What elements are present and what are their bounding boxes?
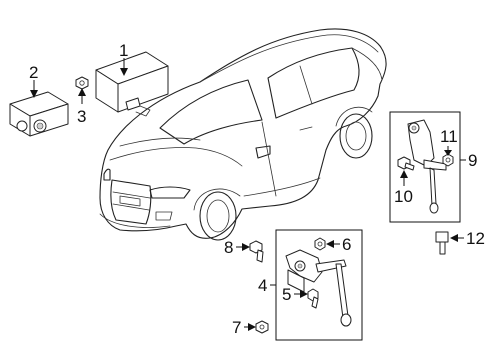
car-front-wheel-rim bbox=[206, 199, 230, 233]
car-illustration bbox=[99, 28, 387, 241]
module-bracket bbox=[135, 105, 151, 117]
car-rear-wheel bbox=[339, 113, 373, 159]
callout-11: 11 bbox=[440, 127, 458, 146]
callout-10: 10 bbox=[394, 187, 413, 206]
arrow-11 bbox=[444, 150, 452, 156]
level-sensor-rod bbox=[429, 167, 437, 207]
bolt-5-shank bbox=[311, 296, 319, 309]
callout-7: 7 bbox=[232, 318, 241, 337]
bolt-12-head bbox=[435, 231, 449, 243]
car-door-line bbox=[261, 121, 277, 197]
car-headlight-left bbox=[149, 186, 191, 199]
car-grille-plate bbox=[119, 195, 141, 207]
leader-lines bbox=[30, 58, 466, 331]
part-2-sensor bbox=[9, 91, 69, 137]
nut-7-hole bbox=[259, 324, 265, 330]
group-box-9 bbox=[389, 111, 461, 223]
car-grille bbox=[110, 179, 152, 225]
callout-2: 2 bbox=[29, 63, 38, 82]
callout-3: 3 bbox=[77, 107, 86, 126]
car-front-wheel bbox=[199, 191, 237, 241]
nut-7-body bbox=[255, 320, 269, 334]
lower-sensor-rod bbox=[335, 263, 349, 319]
arrow-3 bbox=[78, 88, 86, 96]
level-sensor-lever bbox=[423, 159, 447, 171]
bolt-12-shank bbox=[439, 241, 446, 255]
car-sill-line bbox=[243, 177, 321, 197]
level-sensor-mount-hole bbox=[411, 125, 417, 131]
car-hood-crease bbox=[119, 137, 201, 147]
arrow-2 bbox=[30, 90, 38, 98]
arrow-1 bbox=[120, 68, 128, 76]
arrow-10 bbox=[400, 170, 408, 178]
callout-labels: 1 2 3 4 5 6 7 8 9 10 11 12 bbox=[29, 41, 485, 337]
lower-sensor-pivot-hole bbox=[297, 263, 303, 269]
part-7-nut bbox=[255, 320, 269, 334]
lower-sensor-rod-end bbox=[340, 313, 352, 327]
car-rear-wheel-rim bbox=[345, 121, 367, 151]
callout-9: 9 bbox=[468, 151, 477, 170]
part-3-nut bbox=[75, 76, 89, 90]
part-12-bolt bbox=[435, 231, 449, 255]
callout-5: 5 bbox=[282, 285, 291, 304]
box-4-frame bbox=[275, 229, 363, 341]
car-rear-quarter bbox=[351, 47, 383, 81]
callout-6: 6 bbox=[342, 235, 351, 254]
sensor-lens-inner bbox=[36, 122, 44, 130]
part-1-control-module bbox=[95, 51, 169, 117]
level-sensor-rod-end bbox=[429, 202, 439, 214]
car-grille-bar bbox=[112, 203, 150, 211]
car-front-wheel-arch bbox=[193, 188, 241, 211]
callout-8: 8 bbox=[224, 238, 233, 257]
nut-3-body bbox=[75, 76, 89, 90]
arrow-8 bbox=[242, 243, 250, 251]
car-headlight-right bbox=[103, 168, 111, 181]
box-9-frame bbox=[389, 111, 461, 223]
nut-6-body bbox=[314, 237, 326, 251]
arrow-5 bbox=[300, 290, 308, 298]
car-door-handle bbox=[299, 126, 313, 131]
callout-12: 12 bbox=[466, 229, 485, 248]
car-hood-line bbox=[109, 147, 243, 167]
callout-1: 1 bbox=[119, 41, 128, 60]
sensor-lens-left bbox=[16, 120, 28, 132]
car-side-mirror bbox=[255, 145, 271, 159]
car-grille-bar bbox=[112, 191, 151, 199]
nut-3-hole bbox=[79, 80, 85, 86]
bolt-8-shank bbox=[256, 249, 264, 263]
bolt-10-shank bbox=[404, 162, 415, 171]
car-front-bumper bbox=[99, 213, 171, 228]
group-box-4 bbox=[275, 229, 363, 341]
car-rear-wheel-arch bbox=[335, 106, 373, 127]
car-window-pillar bbox=[299, 65, 313, 105]
nut-11-hole bbox=[445, 157, 451, 163]
car-roof-line bbox=[199, 34, 379, 83]
part-8-bolt bbox=[249, 240, 264, 263]
car-side-window bbox=[267, 47, 360, 119]
arrow-12 bbox=[450, 234, 458, 242]
callout-4: 4 bbox=[258, 276, 267, 295]
arrow-7 bbox=[248, 323, 256, 331]
nut-6-hole bbox=[317, 241, 323, 247]
lower-sensor-arm bbox=[315, 259, 347, 273]
car-fog-light bbox=[155, 211, 173, 221]
car-windshield bbox=[159, 79, 263, 145]
car-body-outline bbox=[99, 28, 387, 239]
arrow-6 bbox=[326, 240, 334, 248]
